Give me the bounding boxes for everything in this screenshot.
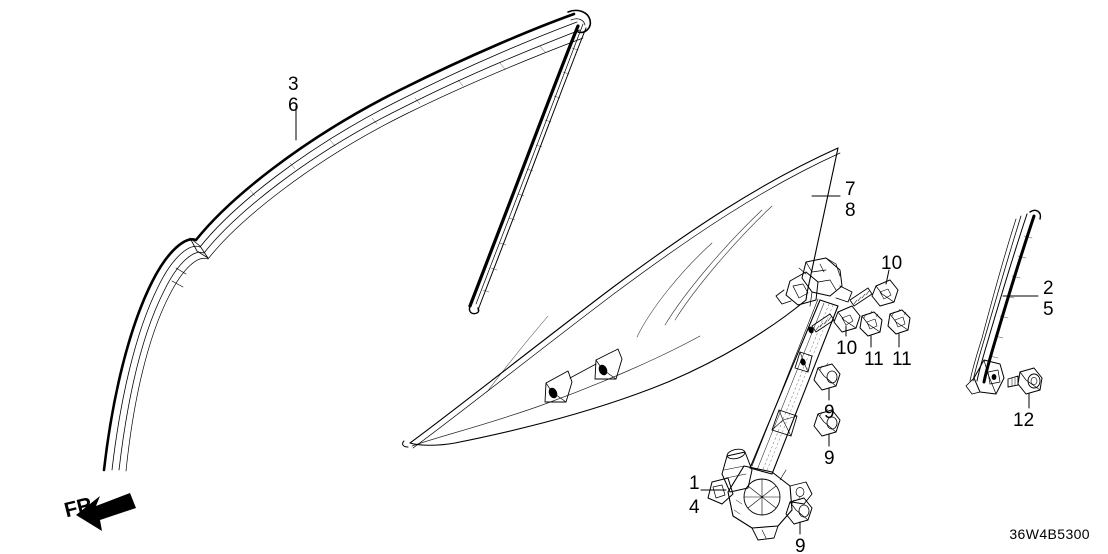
- flange-bolt-10-lower: [811, 305, 861, 333]
- callout-11-left: 11: [864, 349, 884, 370]
- regulator-lower-guide: [771, 409, 798, 437]
- window-regulator-assembly: [707, 257, 853, 541]
- regulator-stud: [808, 326, 814, 334]
- door-window-glass: [402, 147, 841, 449]
- callout-4: 4: [689, 497, 700, 518]
- callout-1: 1: [689, 473, 700, 494]
- callout-7: 7: [845, 179, 856, 200]
- leader-10-upper: [885, 269, 890, 285]
- flange-nut-11-left: [859, 310, 883, 337]
- regulator-motor: [707, 448, 813, 541]
- callout-9-lower: 9: [795, 536, 806, 554]
- callout-2: 2: [1043, 278, 1054, 299]
- glass-bracket-right: [594, 348, 623, 380]
- callout-3: 3: [288, 74, 299, 95]
- upper-weatherstrip-part: [102, 9, 592, 472]
- diagram-code: 36W4B5300: [1009, 526, 1090, 542]
- callout-6: 6: [288, 95, 299, 116]
- callout-10-upper: 10: [881, 253, 903, 274]
- callout-10-lower: 10: [836, 338, 858, 359]
- run-channel-bracket: [965, 359, 1005, 395]
- front-direction-label: FR.: [62, 491, 101, 523]
- flange-bolt-10-upper: [849, 279, 899, 307]
- callout-11-right: 11: [892, 349, 912, 370]
- leader-lines: [295, 105, 1039, 535]
- regulator-upper-carrier: [775, 257, 853, 307]
- callout-5: 5: [1043, 299, 1054, 320]
- rear-run-channel: [965, 209, 1042, 395]
- regulator-bolt-9-middle: [813, 408, 841, 437]
- front-direction-marker: FR.: [16, 491, 126, 540]
- callout-12: 12: [1013, 410, 1035, 431]
- front-pillar-run-channel: [468, 23, 587, 315]
- regulator-bolt-9-upper: [813, 362, 841, 391]
- flange-nut-11-right: [887, 308, 911, 335]
- callout-9-middle: 9: [824, 448, 835, 469]
- callout-8: 8: [845, 200, 856, 221]
- regulator-bolt-9-lower: [785, 496, 813, 525]
- front-direction-arrow-icon: [76, 493, 136, 531]
- regulator-slider: [794, 351, 813, 373]
- run-channel-screw-12: [1007, 367, 1043, 395]
- glass-bracket-left: [544, 370, 573, 403]
- callout-9-upper: 9: [824, 402, 835, 423]
